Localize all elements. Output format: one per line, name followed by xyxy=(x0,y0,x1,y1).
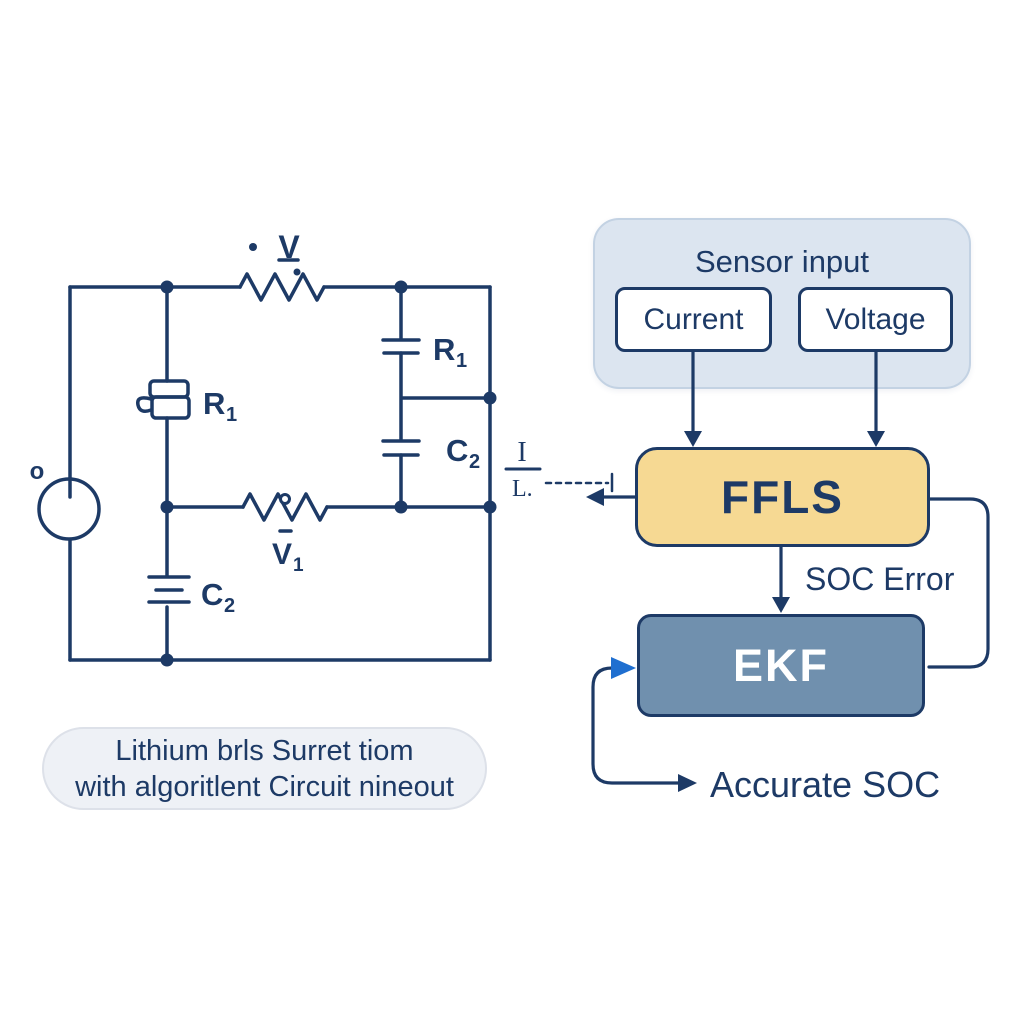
ekf-label: EKF xyxy=(733,639,829,691)
voltage-box: Voltage xyxy=(798,287,953,352)
accurate-soc-label: Accurate SOC xyxy=(710,764,941,805)
current-label: Current xyxy=(643,302,744,336)
voltage-label: Voltage xyxy=(825,302,926,336)
caption-line-1: Lithium brls Surret tiom xyxy=(115,734,414,767)
ffls-box: FFLS xyxy=(635,447,930,547)
caption-line-2: with algoritlent Circuit nineout xyxy=(75,770,454,803)
current-box: Current xyxy=(615,287,772,352)
ekf-box: EKF xyxy=(637,614,925,717)
soc-error-label: SOC Error xyxy=(805,561,955,597)
ffls-label: FFLS xyxy=(721,471,844,523)
caption-pill: Lithium brls Surret tiom with algoritlen… xyxy=(42,727,487,810)
sensor-input-title: Sensor input xyxy=(694,244,870,279)
